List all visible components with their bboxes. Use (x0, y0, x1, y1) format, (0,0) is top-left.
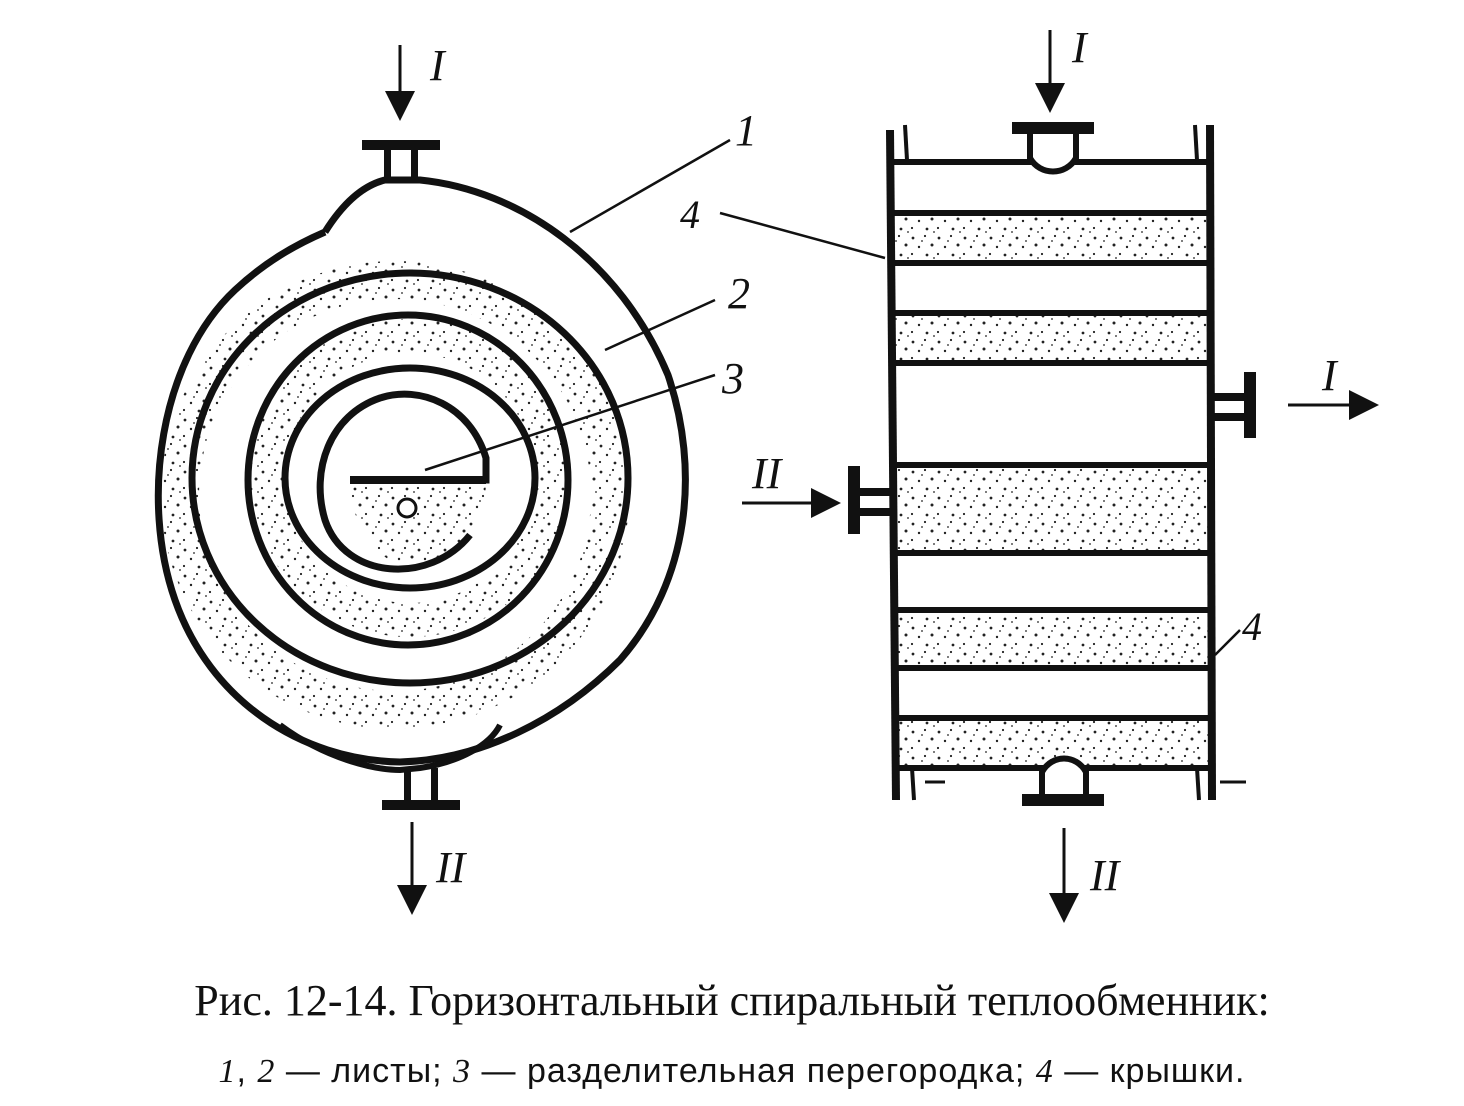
legend-text: — листы; (275, 1052, 454, 1090)
cover-right (1206, 124, 1216, 801)
spiral-core-sheet (316, 390, 490, 573)
bottom-nozzle-right-view (1022, 755, 1104, 806)
sheet-1-inner-turn (281, 364, 539, 592)
label-stream-two-bottom-right: II (1089, 851, 1122, 900)
label-stream-one-top-right: I (1071, 23, 1089, 72)
cover-left-flange (903, 124, 909, 161)
label-part-4-bottom: 4 (1242, 604, 1262, 649)
label-stream-two-side: II (751, 449, 784, 498)
top-nozzle-left-view (362, 140, 440, 182)
sheet-1 (154, 176, 689, 766)
legend-number: 3 (453, 1053, 472, 1090)
figure-caption-title: Рис. 12-14. Горизонтальный спиральный те… (194, 976, 1270, 1025)
legend-number: 1 (218, 1053, 237, 1090)
spiral-heat-exchanger-figure: I II 1 2 3 (154, 23, 1379, 923)
figure-caption-legend: 1, 2 — листы; 3 — разделительная перегор… (0, 1052, 1464, 1091)
leader-3 (424, 373, 716, 472)
spiral-channel-outer-ring (161, 261, 629, 729)
speckled-band (892, 215, 1210, 261)
side-nozzle-right (1212, 372, 1256, 438)
center-hole (396, 497, 418, 519)
cover-right-flange (1193, 124, 1199, 161)
label-part-4-top: 4 (680, 192, 700, 237)
spiral-channel-core (350, 480, 486, 568)
sheet-1-bottom-bulge (278, 722, 503, 774)
label-stream-one-left: I (429, 41, 447, 90)
label-part-1: 1 (735, 106, 757, 155)
label-part-2: 2 (728, 269, 750, 318)
cover-left (886, 129, 900, 801)
speckled-band (892, 612, 1210, 668)
leader-4-bottom (1214, 629, 1241, 656)
sheet-2-inner-turn (244, 311, 572, 649)
side-nozzle-left (848, 466, 890, 534)
sheet-2 (188, 269, 632, 687)
longitudinal-section: I I II II 4 4 (680, 23, 1379, 923)
cover-left-flange (910, 767, 916, 801)
speckled-band (892, 315, 1210, 361)
leader-4-top (719, 211, 886, 260)
top-nozzle-right-view (1012, 122, 1094, 175)
legend-number: 2 (257, 1053, 276, 1090)
label-stream-two-left: II (435, 843, 468, 892)
leader-2 (604, 298, 716, 352)
legend-number: 4 (1035, 1053, 1054, 1090)
legend-text: — разделительная перегородка; (471, 1052, 1036, 1090)
legend-text: , (236, 1052, 258, 1090)
leader-1 (569, 138, 731, 234)
legend-text: — крышки. (1053, 1052, 1246, 1090)
bottom-nozzle-left-view (382, 768, 460, 810)
spiral-cross-section: I II 1 2 3 (154, 41, 757, 915)
speckled-band (892, 467, 1210, 552)
label-stream-one-side: I (1321, 351, 1339, 400)
spiral-channel-middle-ring (251, 319, 569, 637)
label-part-3: 3 (721, 354, 744, 403)
cover-right-flange (1195, 767, 1201, 801)
